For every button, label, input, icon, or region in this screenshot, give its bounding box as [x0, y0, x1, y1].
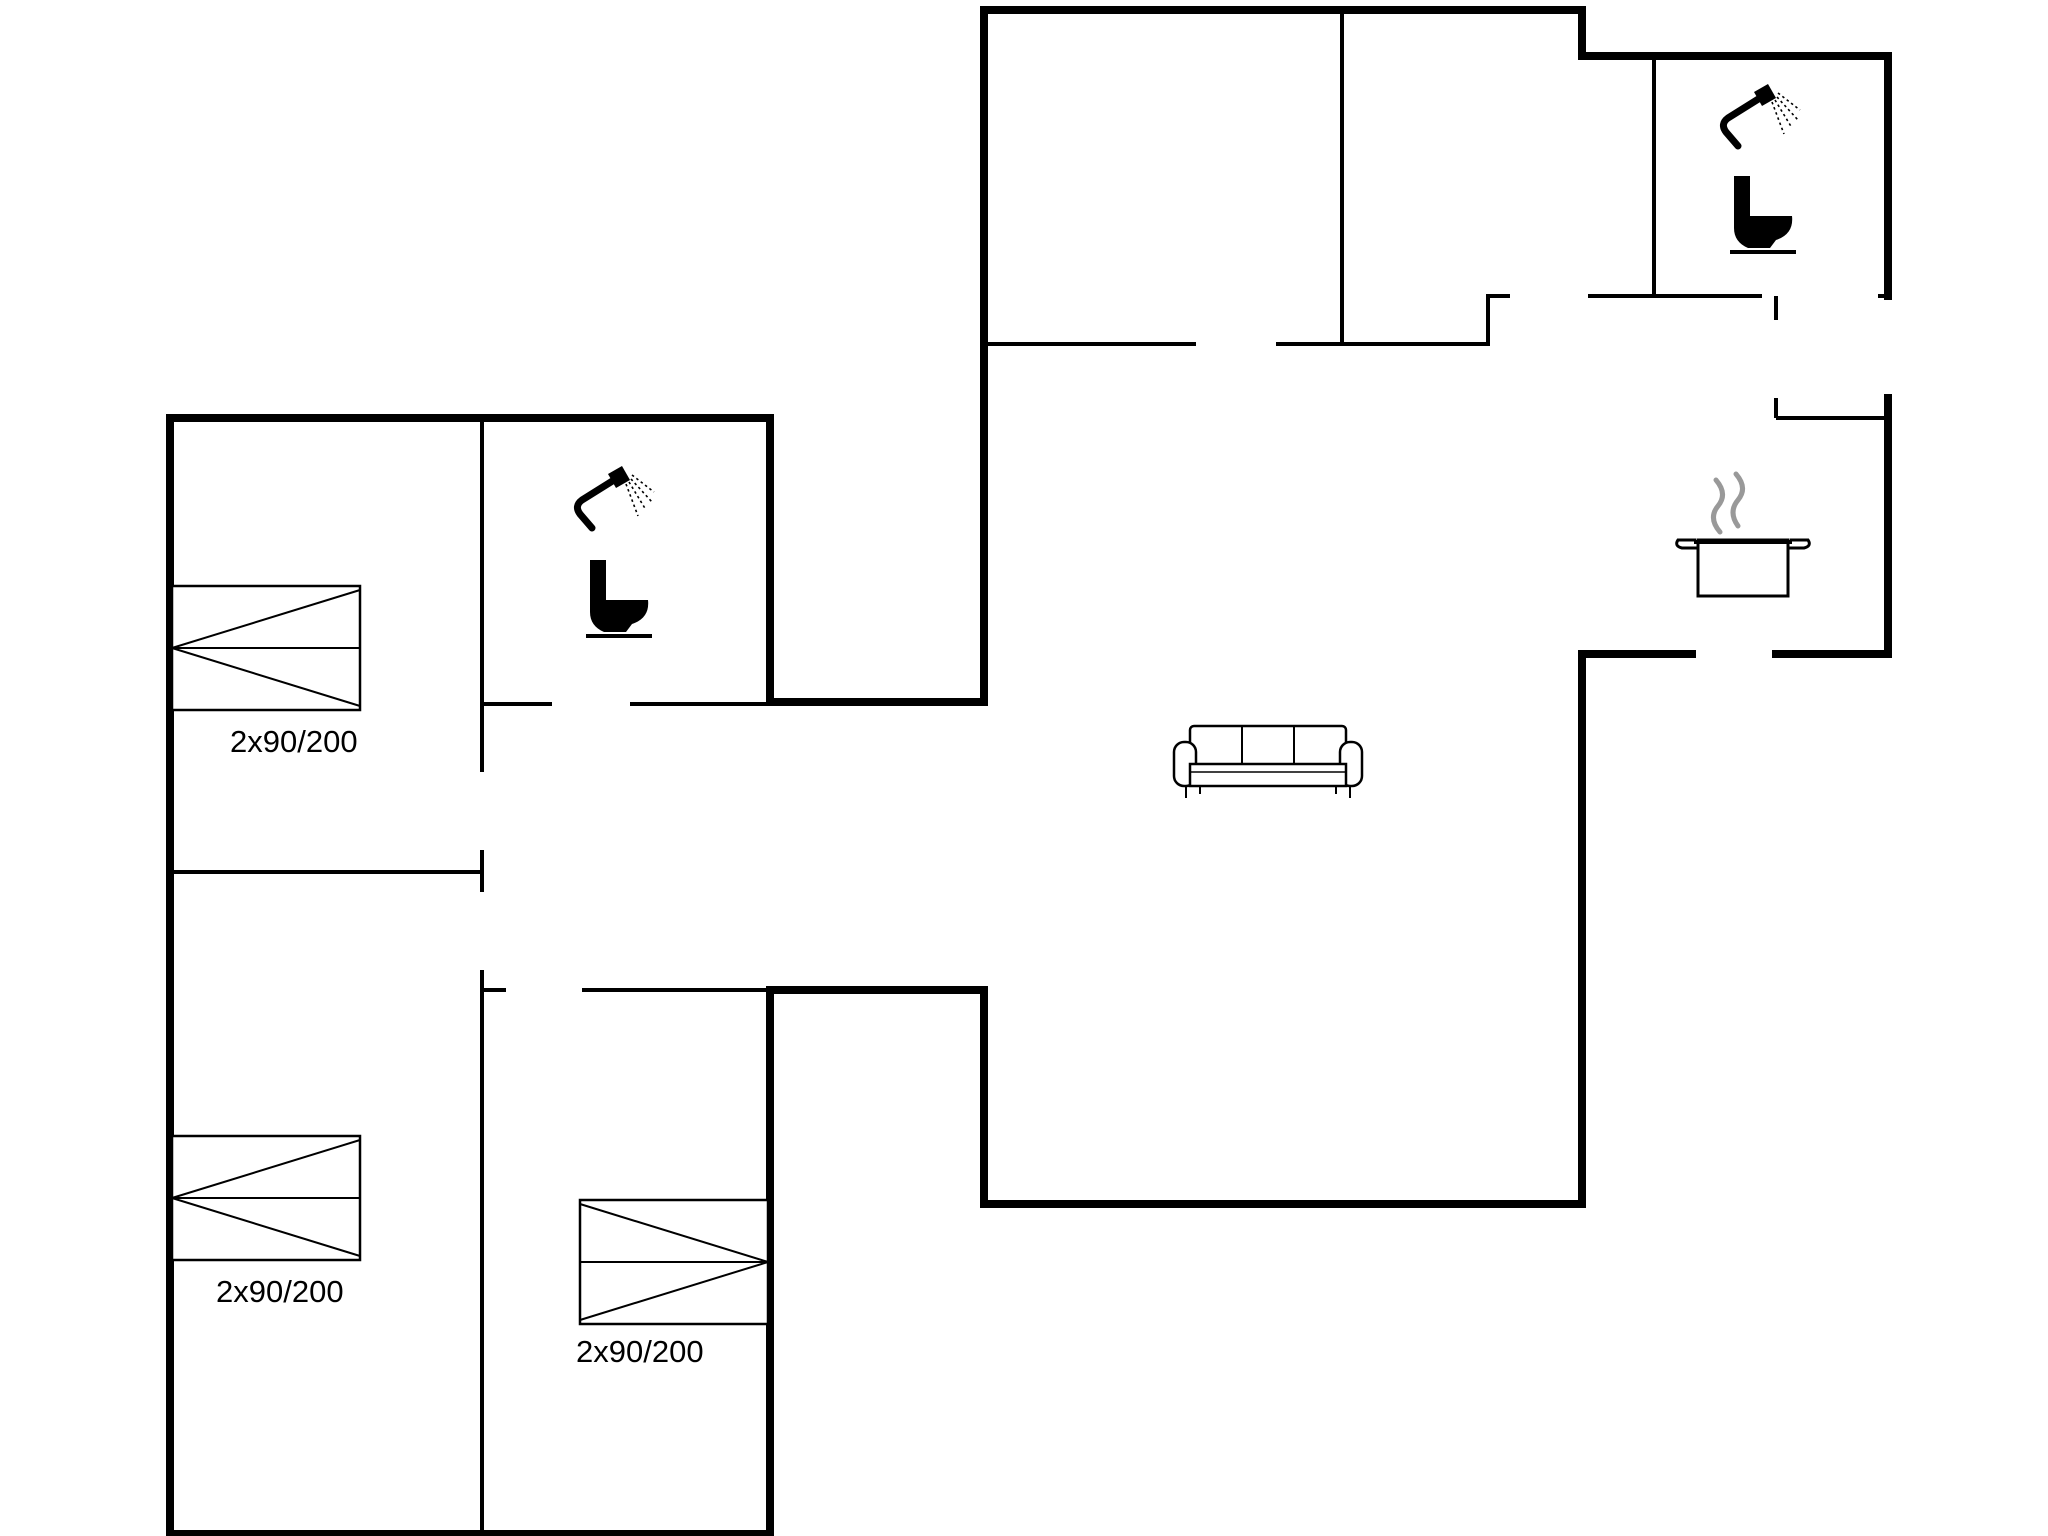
sofa-icon	[1172, 724, 1364, 798]
toilet-icon	[1730, 176, 1796, 254]
double-bed-icon	[170, 1134, 362, 1262]
toilet-icon	[586, 560, 652, 638]
double-bed-icon	[578, 1198, 770, 1326]
double-bed-icon	[170, 584, 362, 712]
bed-size-label: 2x90/200	[216, 1274, 344, 1309]
outer-wall	[166, 6, 1892, 1536]
bedroom-3: 2x90/200	[576, 1198, 770, 1369]
shower-icon	[577, 466, 654, 528]
bed-size-label: 2x90/200	[230, 724, 358, 759]
bathroom-2	[1723, 84, 1800, 254]
bedroom-1: 2x90/200	[170, 584, 362, 759]
living-room	[1172, 724, 1364, 798]
kitchen	[1675, 471, 1811, 598]
interior-walls	[172, 12, 1886, 1532]
bathroom-1	[577, 466, 654, 638]
bedroom-2: 2x90/200	[170, 1134, 362, 1309]
bed-size-label: 2x90/200	[576, 1334, 704, 1369]
cooking-pot-icon	[1675, 471, 1811, 598]
shower-icon	[1723, 84, 1800, 146]
